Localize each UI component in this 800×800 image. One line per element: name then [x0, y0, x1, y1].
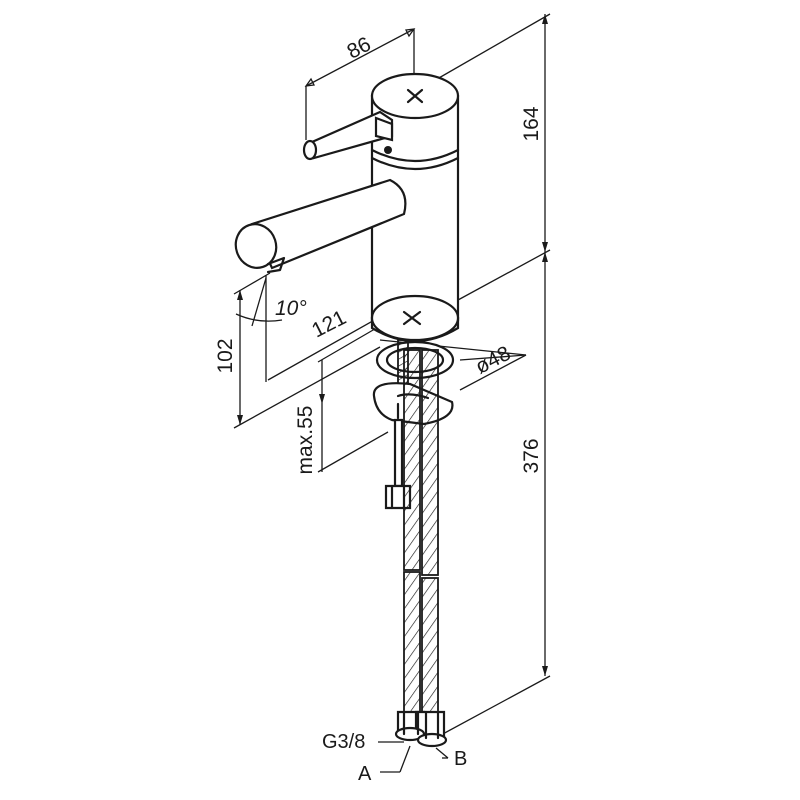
dim-lower-height: 376	[520, 438, 543, 473]
faucet-body	[370, 72, 460, 322]
dim-spout-height: 102	[214, 338, 237, 373]
hose-a	[403, 349, 421, 715]
spout	[234, 178, 407, 274]
handle-lever	[302, 110, 394, 161]
dim-spout-angle: 10°	[275, 297, 307, 320]
dim-max-deck-thickness: max.55	[294, 406, 317, 475]
label-thread: G3/8	[322, 731, 365, 753]
dim-upper-height: 164	[520, 106, 543, 141]
label-leaders	[378, 741, 449, 773]
label-hose-a: A	[358, 763, 372, 785]
hose-b	[421, 349, 439, 715]
dim-handle-width: 86	[343, 33, 374, 64]
hose-fittings	[394, 710, 448, 748]
dimension-lines	[233, 13, 551, 743]
label-hose-b: B	[454, 748, 467, 770]
